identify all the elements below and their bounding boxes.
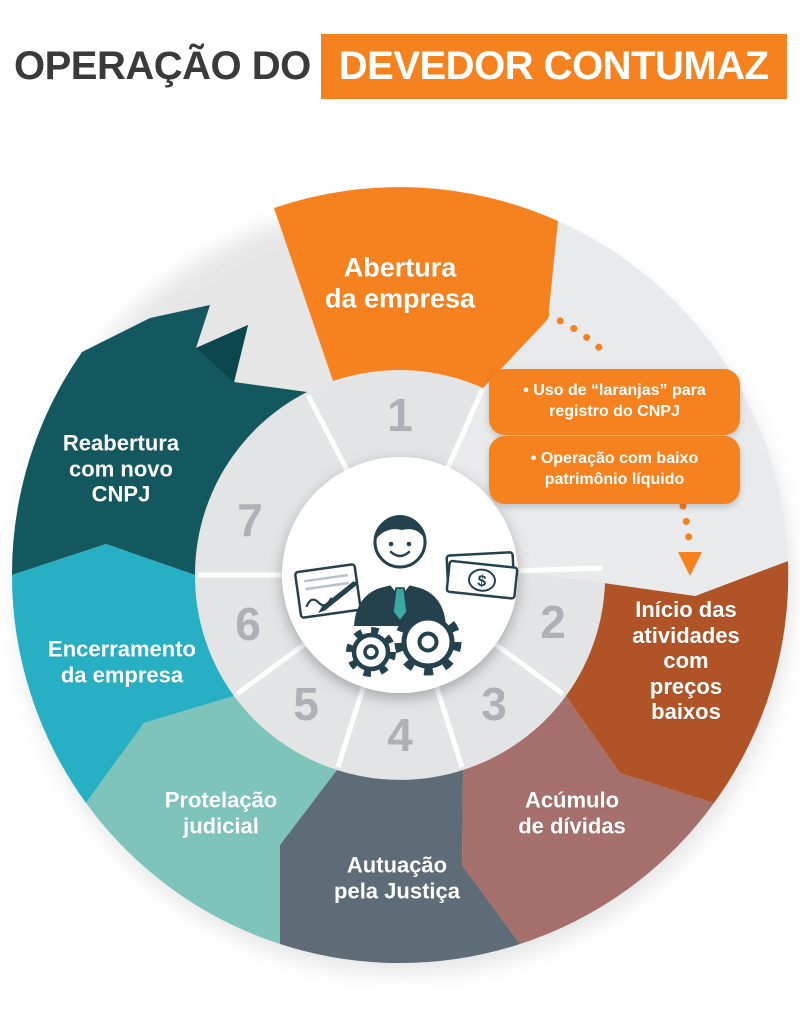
pen-icon (321, 581, 357, 611)
wedge-step-2 (566, 561, 789, 803)
banknote-front (445, 559, 519, 600)
document-pen-icon (294, 563, 362, 619)
wedge-step-1 (274, 187, 558, 388)
eye (406, 541, 412, 547)
document-shape (294, 563, 362, 619)
callout-pill-1: • Uso de “laranjas” para registro do CNP… (489, 369, 740, 435)
wedge-step-6 (11, 544, 235, 803)
step-number-7: 7 (237, 494, 263, 546)
title-prefix: OPERAÇÃO DO (14, 44, 311, 88)
gear-hole-small (363, 644, 379, 660)
eye (388, 541, 394, 547)
page-title: OPERAÇÃO DO DEVEDOR CONTUMAZ (14, 34, 787, 99)
step-number-2: 2 (540, 596, 566, 648)
gear-teeth-small (346, 627, 396, 677)
title-highlight: DEVEDOR CONTUMAZ (320, 34, 787, 99)
breakout-arrow-shade (196, 325, 248, 382)
document-line (305, 581, 350, 591)
center-illustration: $ (294, 515, 519, 677)
smile (389, 550, 411, 558)
dotted-connector (512, 302, 702, 576)
step-number-3: 3 (481, 678, 507, 730)
wedge-step-4 (280, 770, 520, 964)
center-hub (282, 457, 518, 693)
step-number-4: 4 (387, 709, 413, 761)
callout-text-2: • Operação com baixo patrimônio líquido (530, 450, 699, 488)
pen-tip (318, 605, 326, 613)
gears-icon (346, 608, 462, 677)
money-icon: $ (445, 551, 519, 600)
step-label-6: Encerramento da empresa (48, 636, 196, 687)
step-numbers: 1 2 3 4 5 6 7 (235, 389, 566, 761)
wedge-step-5 (86, 696, 337, 944)
wedge-step-3 (462, 696, 714, 944)
step-number-1: 1 (387, 389, 413, 441)
step-label-3: Acúmulo de dívidas (518, 787, 626, 838)
step-label-2: Início das atividades com preços baixos (632, 597, 740, 725)
step-number-6: 6 (235, 598, 261, 650)
arrow-down-icon (678, 552, 702, 576)
businessman-icon (354, 515, 446, 626)
hair-shape (375, 515, 425, 540)
callout-pill-2: • Operação com baixo patrimônio líquido (489, 436, 740, 504)
document-line (304, 573, 349, 583)
gear-hole-large (417, 631, 439, 653)
step-label-7: Reabertura com novo CNPJ (62, 430, 180, 507)
dollar-sign: $ (477, 573, 488, 591)
ring-separators (198, 388, 603, 768)
step-label-4: Autuação pela Justiça (334, 852, 460, 903)
step-label-5: Protelação judicial (164, 787, 278, 838)
step-label-1: Abertura da empresa (324, 252, 476, 314)
tie-shape (392, 587, 408, 623)
gear-teeth-large (394, 608, 462, 676)
callout-text-1: • Uso de “laranjas” para registro do CNP… (523, 382, 706, 420)
banknote-seal (468, 568, 496, 592)
dotted-line-top (512, 302, 606, 354)
step-number-5: 5 (293, 678, 319, 730)
